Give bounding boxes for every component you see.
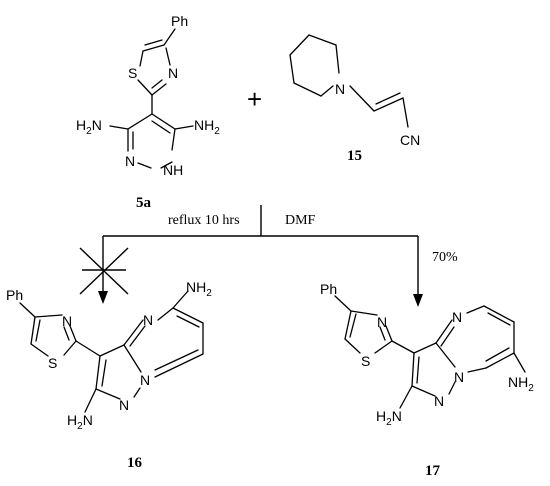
compound-17: Ph N S N N N NH2 H2N 17 — [320, 281, 534, 479]
reaction-arrows — [79, 205, 423, 307]
svg-text:H2N: H2N — [376, 408, 402, 428]
16-amine-bottom-label: H2N — [67, 412, 93, 432]
arrow-head-right — [413, 294, 423, 307]
17-sulfur-label: S — [361, 353, 370, 369]
17-thiazole-n-label: N — [377, 314, 387, 330]
compound-id-16: 16 — [127, 455, 143, 471]
16-pyrazole-n-label: N — [119, 397, 129, 413]
yield-label: 70% — [432, 250, 458, 265]
svg-text:NH2: NH2 — [186, 279, 212, 299]
16-bridge-n-label: N — [140, 372, 150, 388]
plus-sign: + — [247, 84, 262, 114]
17-phenyl-label: Ph — [320, 281, 337, 297]
15-nitrile-label: CN — [400, 132, 420, 148]
17-amine-right-label: NH2 — [508, 374, 534, 394]
5a-thiazole-n-label: N — [168, 65, 178, 81]
5a-phenyl-label: Ph — [171, 13, 188, 29]
5a-amine-right-label: NH2 — [194, 117, 220, 137]
16-thiazole-n-label: N — [62, 313, 72, 329]
5a-amine-left-label: H2N — [76, 117, 102, 137]
svg-text:H2N: H2N — [67, 412, 93, 432]
condition-right-label: DMF — [285, 213, 316, 228]
compound-id-5a: 5a — [136, 195, 152, 211]
cross-mark-stroke-2 — [79, 247, 129, 295]
17-pyrazole-n-label: N — [434, 393, 444, 409]
compound-16: Ph N S N N N NH2 H2N 16 — [6, 279, 212, 471]
5a-ring-nh-label: NH — [163, 162, 183, 178]
compound-id-15: 15 — [347, 148, 362, 164]
condition-left-label: reflux 10 hrs — [168, 213, 240, 228]
16-phenyl-label: Ph — [6, 287, 23, 303]
svg-text:H2N: H2N — [76, 117, 102, 137]
17-bridge-n-label: N — [454, 369, 464, 385]
svg-text:NH2: NH2 — [194, 117, 220, 137]
16-pyrimidine-n-label: N — [143, 312, 153, 328]
17-amine-bottom-label: H2N — [376, 408, 402, 428]
svg-text:NH2: NH2 — [508, 374, 534, 394]
5a-sulfur-label: S — [128, 65, 137, 81]
compound-15: N CN 15 — [289, 34, 420, 164]
arrow-head-left — [98, 291, 108, 304]
17-pyrimidine-n-label: N — [452, 309, 462, 325]
compound-5a: Ph N S N NH H2N NH2 5a — [76, 13, 220, 211]
15-nitrogen-label: N — [335, 81, 345, 97]
compound-id-17: 17 — [425, 463, 441, 479]
16-sulfur-label: S — [48, 355, 57, 371]
5a-ring-n-label: N — [125, 153, 135, 169]
16-amine-top-label: NH2 — [186, 279, 212, 299]
